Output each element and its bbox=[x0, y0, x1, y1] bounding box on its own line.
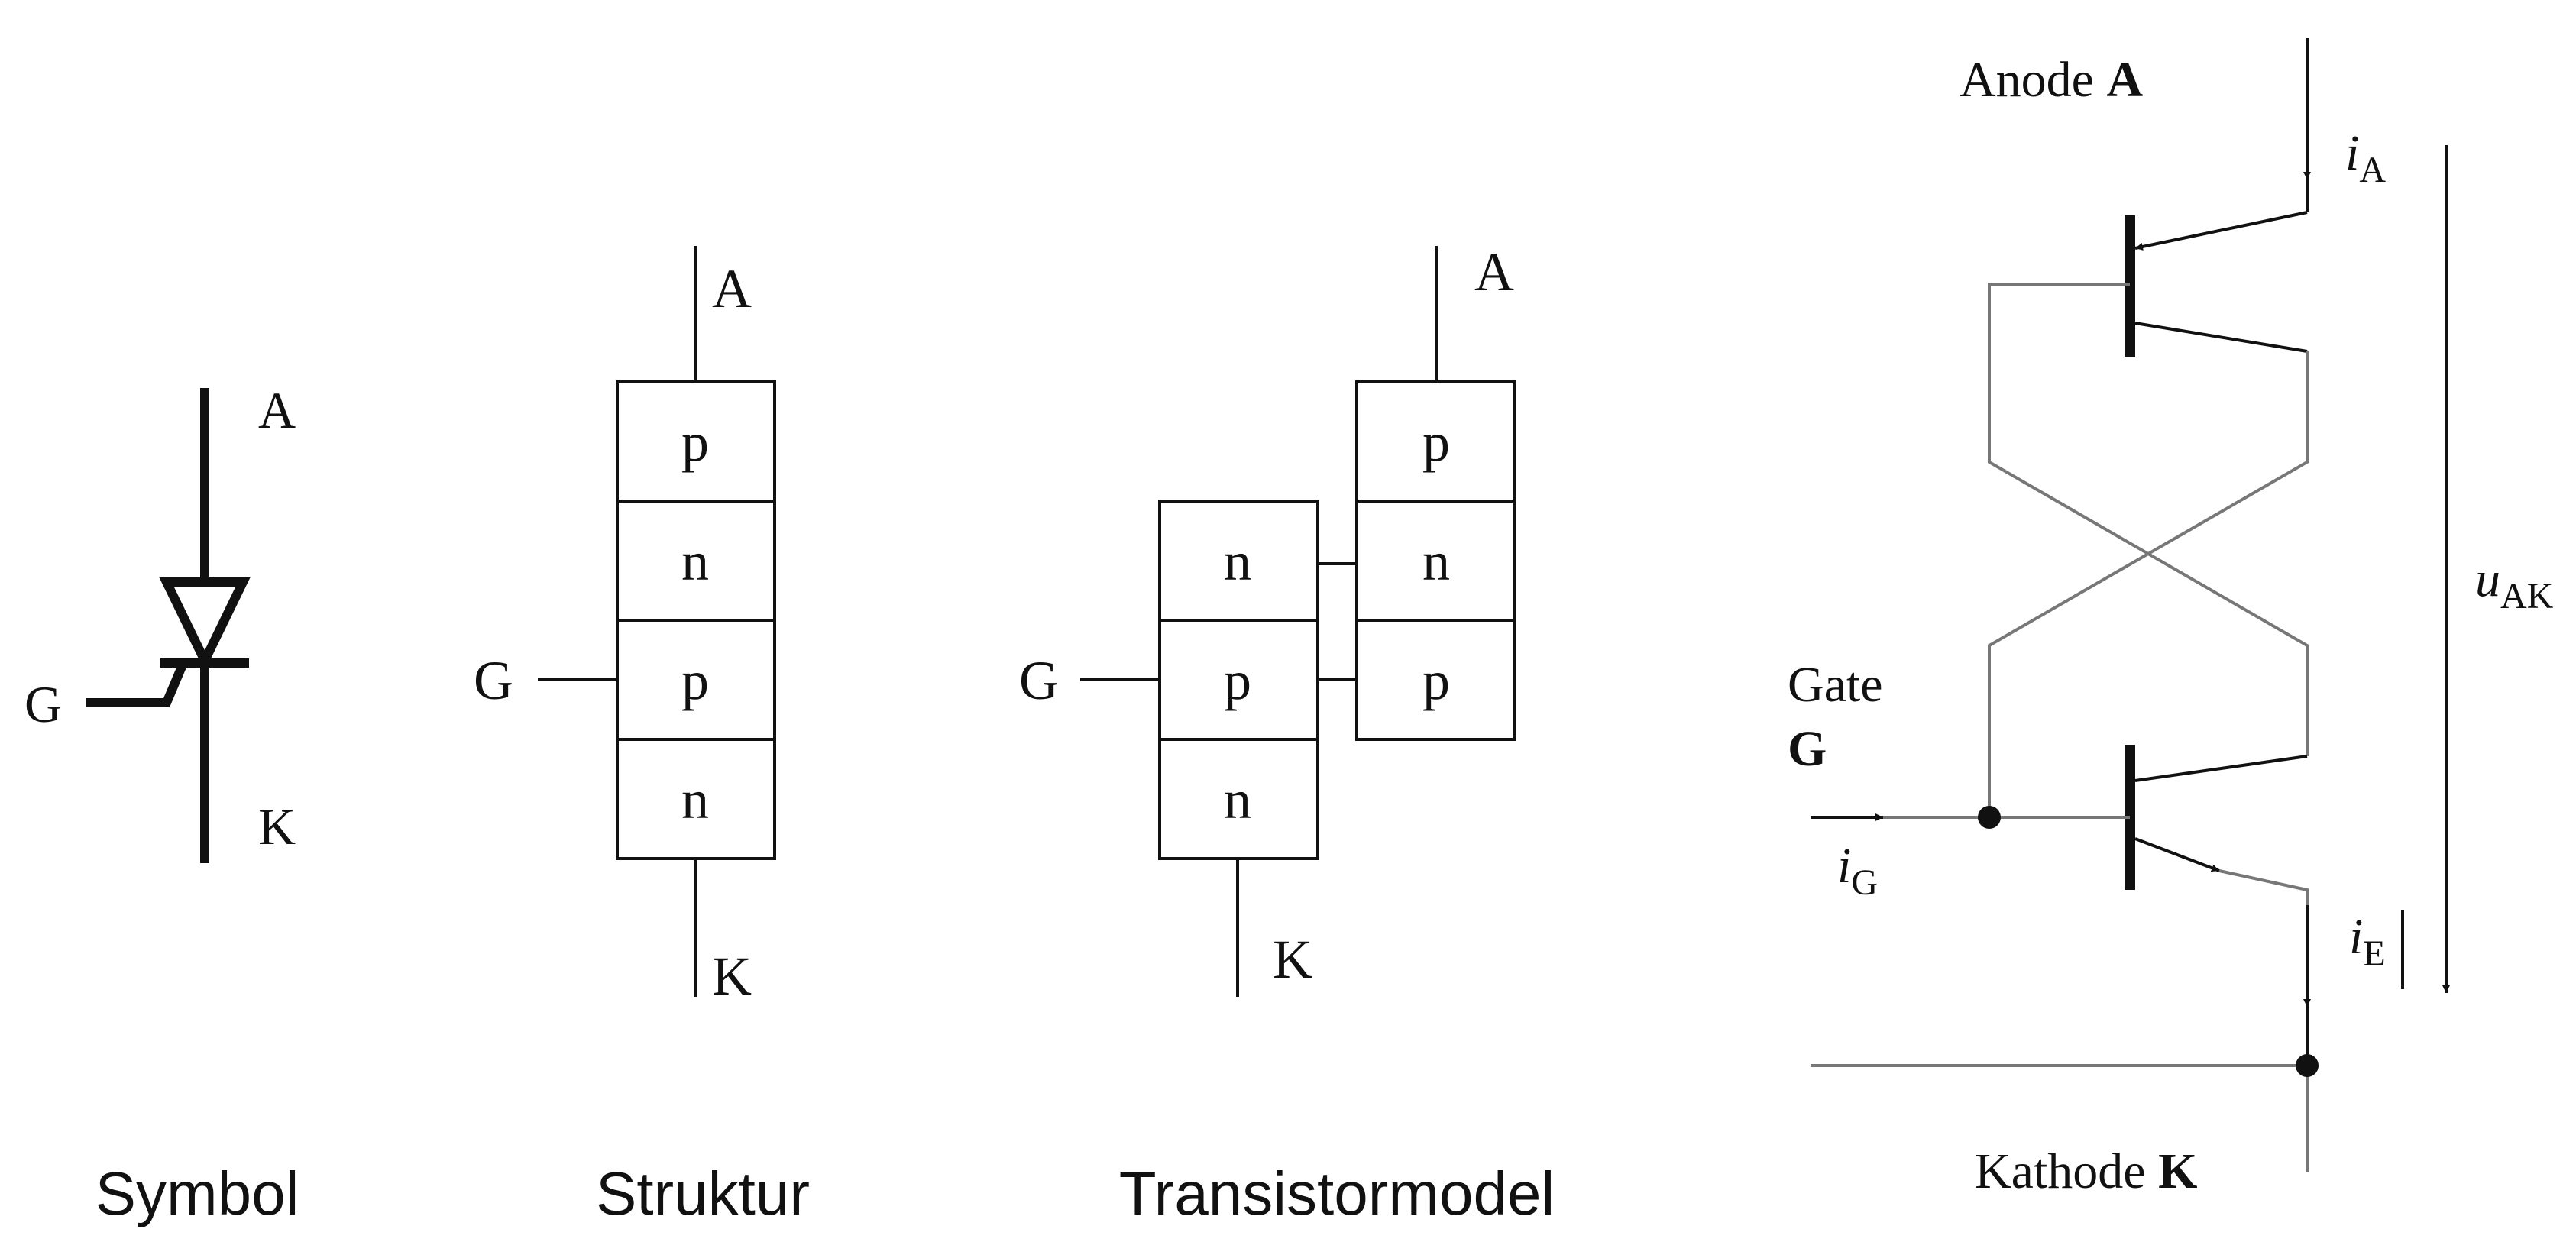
model-right-layer-label: p bbox=[1422, 650, 1450, 711]
thyristor-transistor-model: p n p n p n A G K Transistormodel bbox=[1019, 241, 1555, 1227]
emitter-current-symbol: i bbox=[2349, 909, 2363, 965]
emitter-current-sub: E bbox=[2363, 933, 2385, 974]
model-left-layer-label: p bbox=[1224, 650, 1251, 711]
model-right-layer-box bbox=[1355, 500, 1516, 622]
lower-transistor-emitter bbox=[2218, 869, 2309, 905]
anode-letter: A bbox=[2106, 52, 2143, 108]
model-cathode-label: K bbox=[1273, 929, 1312, 990]
cross-wire-upper-base bbox=[1988, 283, 2309, 756]
symbol-caption: Symbol bbox=[95, 1160, 299, 1227]
anode-current-label: iA bbox=[2345, 125, 2386, 190]
lower-transistor-collector bbox=[2134, 755, 2308, 782]
gate-current-label: iG bbox=[1837, 838, 1878, 903]
symbol-gate-label: G bbox=[24, 675, 62, 733]
structure-layer-label: n bbox=[681, 769, 709, 830]
thyristor-structure: p n p n A G K Struktur bbox=[474, 246, 810, 1227]
cathode-junction-dot bbox=[2296, 1054, 2319, 1077]
upper-transistor-emitter bbox=[2134, 211, 2308, 251]
upper-transistor-collector bbox=[2134, 322, 2308, 353]
voltage-label: uAK bbox=[2475, 551, 2554, 616]
structure-layer-box bbox=[616, 619, 776, 741]
gate-word: Gate bbox=[1788, 657, 1883, 713]
structure-layer-label: n bbox=[681, 531, 709, 592]
model-anode-label: A bbox=[1474, 241, 1514, 302]
model-right-layer-label: p bbox=[1422, 412, 1450, 473]
gate-letter: G bbox=[1788, 721, 1827, 777]
anode-current-sub: A bbox=[2359, 150, 2386, 190]
cathode-letter: K bbox=[2158, 1143, 2197, 1199]
cathode-text: Kathode K bbox=[1975, 1143, 2197, 1199]
voltage-sub: AK bbox=[2500, 576, 2554, 616]
model-left-layer-label: n bbox=[1224, 769, 1251, 830]
lower-transistor-emitter-arrow bbox=[2134, 837, 2220, 872]
gate-current-symbol: i bbox=[1837, 838, 1851, 894]
cross-wire-upper-collector bbox=[1988, 351, 2309, 817]
gate-current-sub: G bbox=[1851, 862, 1878, 903]
thyristor-equivalent-circuit: Anode A iA uAK Gate G iG iE Kathode K bbox=[1788, 38, 2554, 1199]
anode-text: Anode A bbox=[1960, 52, 2143, 108]
model-caption: Transistormodel bbox=[1119, 1160, 1555, 1227]
model-right-layer-label: n bbox=[1422, 531, 1450, 592]
symbol-cathode-label: K bbox=[258, 797, 296, 855]
voltage-symbol: u bbox=[2475, 551, 2500, 607]
structure-layer-label: p bbox=[681, 412, 709, 473]
emitter-current-label: iE bbox=[2349, 909, 2386, 974]
symbol-diode-triangle bbox=[159, 577, 251, 671]
thyristor-symbol: A G K Symbol bbox=[24, 381, 299, 1227]
model-gate-label: G bbox=[1019, 650, 1059, 711]
structure-anode-label: A bbox=[712, 258, 752, 319]
structure-caption: Struktur bbox=[596, 1160, 810, 1227]
symbol-gate-lead bbox=[86, 661, 188, 707]
anode-current-symbol: i bbox=[2345, 125, 2359, 181]
model-left-layer-label: n bbox=[1224, 531, 1251, 592]
structure-layer-box bbox=[616, 500, 776, 622]
symbol-anode-label: A bbox=[258, 381, 296, 439]
structure-cathode-label: K bbox=[712, 946, 752, 1007]
model-right-layer-box bbox=[1355, 380, 1516, 503]
model-left-layer-box bbox=[1158, 738, 1319, 860]
structure-gate-label: G bbox=[474, 650, 513, 711]
gate-junction-dot bbox=[1978, 806, 2001, 829]
model-right-layer-box bbox=[1355, 619, 1516, 741]
cathode-word: Kathode bbox=[1975, 1143, 2146, 1199]
structure-layer-box bbox=[616, 380, 776, 503]
model-left-layer-box bbox=[1158, 500, 1319, 622]
structure-layer-label: p bbox=[681, 650, 709, 711]
anode-word: Anode bbox=[1960, 52, 2094, 108]
